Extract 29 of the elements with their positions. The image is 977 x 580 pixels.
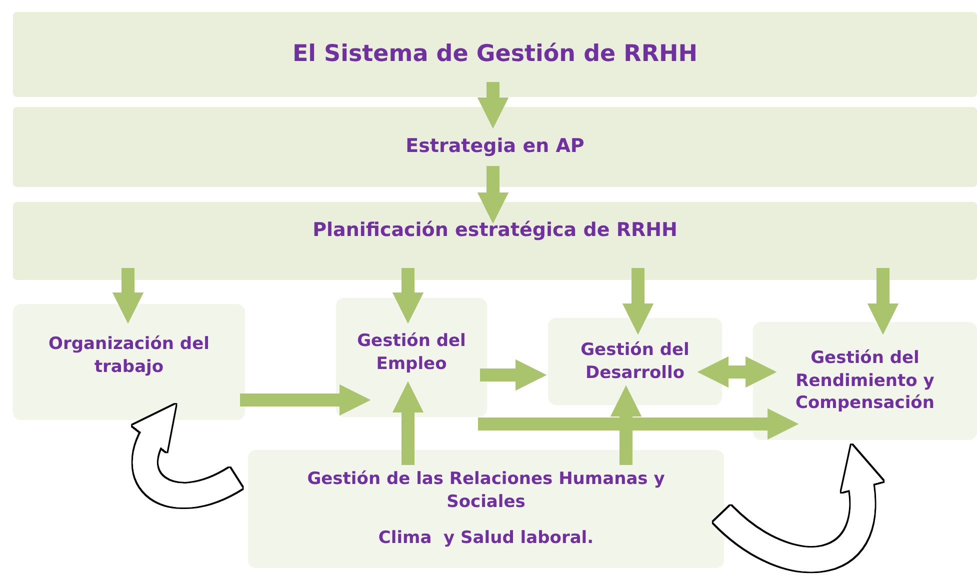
- process-box: [13, 304, 245, 420]
- process-box: [248, 450, 724, 568]
- block-arrow: [240, 384, 371, 416]
- node-label: Gestión de las Relaciones Humanas y Sociales: [306, 468, 666, 514]
- block-arrow: [610, 385, 642, 465]
- node-subtext: Clima y Salud laboral.: [378, 527, 594, 550]
- block-arrow: [392, 268, 424, 324]
- node-label: Gestión del Rendimiento y Compensación: [794, 346, 936, 416]
- process-box: [548, 318, 722, 405]
- block-arrow: [480, 359, 547, 391]
- process-box: [753, 322, 977, 440]
- block-arrow: [477, 82, 509, 129]
- block-arrow: [392, 381, 424, 465]
- planning-band: [13, 202, 977, 280]
- node-label: El Sistema de Gestión de RRHH: [292, 40, 698, 69]
- node-label: Gestión del Desarrollo: [580, 338, 690, 384]
- node-label: Gestión del Empleo: [356, 330, 467, 376]
- block-arrow: [622, 268, 654, 335]
- node-label: Planificación estratégica de RRHH: [312, 218, 678, 244]
- strategy-band: [13, 107, 977, 187]
- block-arrow: [697, 356, 777, 388]
- block-arrow: [478, 408, 799, 440]
- process-box: [336, 298, 487, 417]
- block-arrow: [867, 268, 899, 335]
- block-arrow: [477, 166, 509, 224]
- title-band: [13, 12, 977, 97]
- node-label: Estrategia en AP: [406, 134, 584, 160]
- node-label: Organización del trabajo: [48, 333, 210, 379]
- block-arrow: [112, 268, 144, 324]
